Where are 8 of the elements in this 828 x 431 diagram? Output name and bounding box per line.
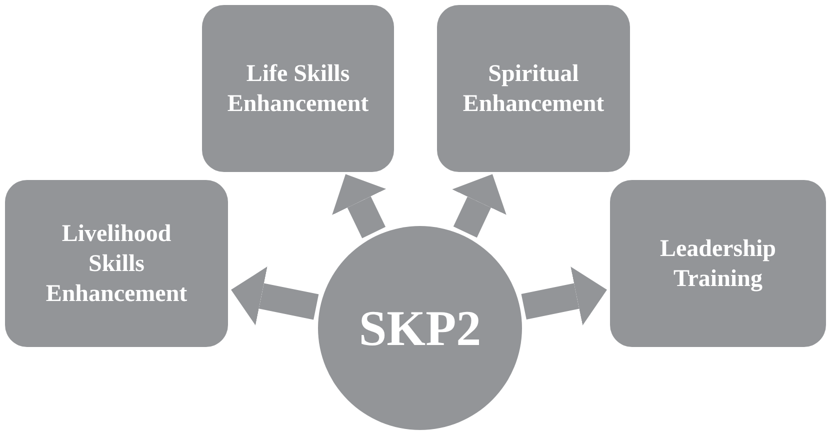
block-arrow: [231, 266, 319, 326]
block-arrow: [521, 266, 607, 326]
rounded-box: Livelihood Skills Enhancement: [5, 180, 228, 347]
block-arrow: [452, 174, 506, 238]
rounded-box: Leadership Training: [610, 180, 826, 347]
rounded-box: Life Skills Enhancement: [202, 5, 394, 172]
block-arrow: [332, 174, 386, 238]
rounded-box: Spiritual Enhancement: [437, 5, 630, 172]
